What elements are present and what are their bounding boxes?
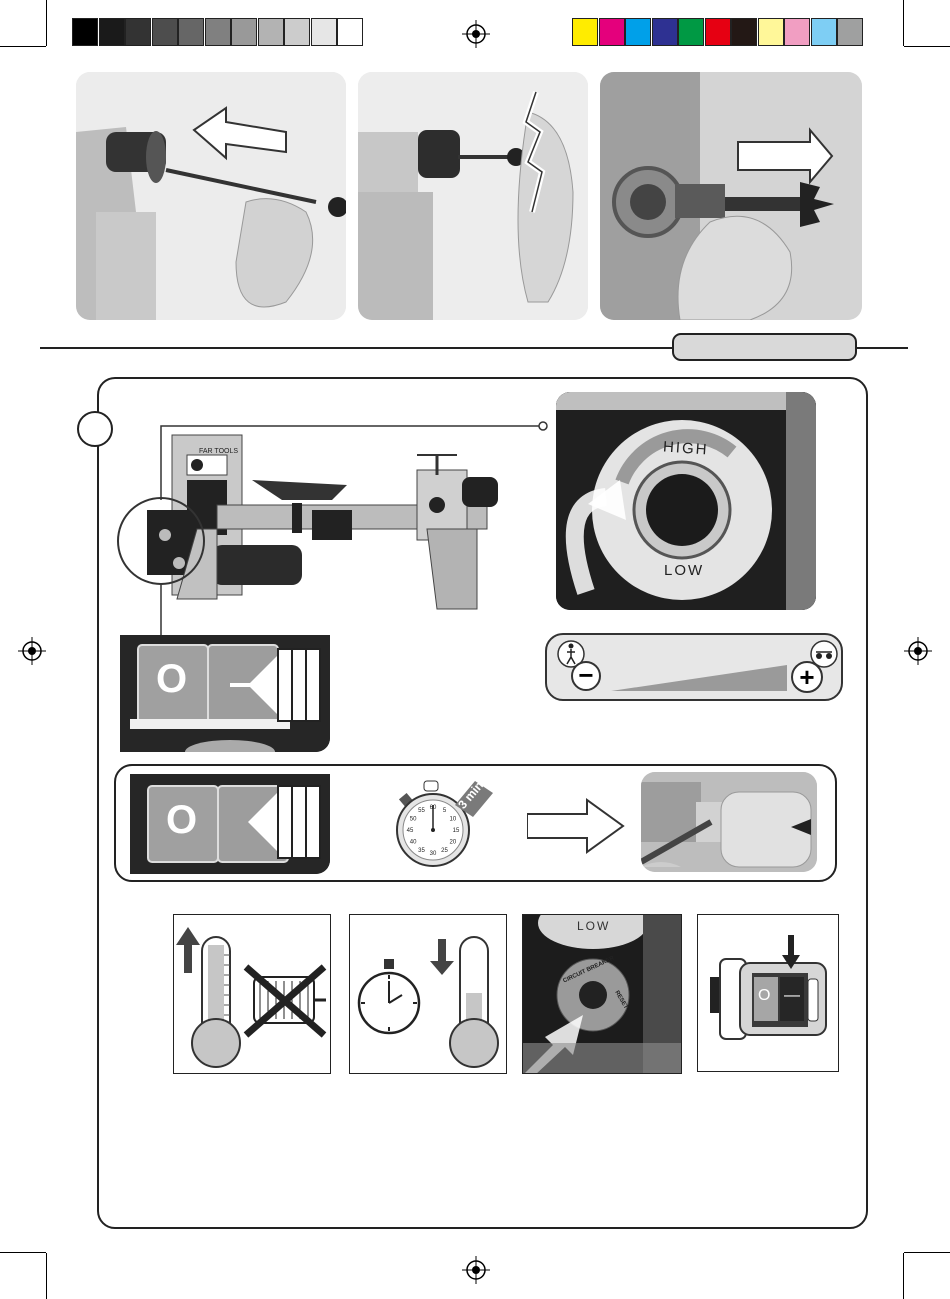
registration-mark-icon <box>462 20 490 48</box>
plus-glyph: + <box>799 662 814 692</box>
dial-low-label: LOW <box>664 562 704 579</box>
dial-number: 25 <box>441 848 448 854</box>
off-glyph: O <box>156 657 187 702</box>
press-arrow-icon <box>222 782 330 862</box>
on-switch-photo: O <box>130 774 330 874</box>
calibration-swatch <box>705 18 731 46</box>
calibration-swatch <box>837 18 863 46</box>
off-glyph: O <box>166 798 197 843</box>
dial-high-label: HIGH <box>662 438 709 458</box>
calibration-swatch <box>72 18 98 46</box>
calibration-swatch <box>758 18 784 46</box>
registration-mark-icon <box>462 1256 490 1284</box>
calibration-swatch <box>258 18 284 46</box>
crop-mark <box>0 46 46 47</box>
increase-speed-button[interactable]: + <box>791 661 823 693</box>
calibration-swatch <box>205 18 231 46</box>
registration-mark-icon <box>904 637 932 665</box>
dial-number: 20 <box>450 840 457 846</box>
callout-line <box>160 420 550 660</box>
switch-off-glyph: O <box>758 987 770 1005</box>
registration-mark-icon <box>18 637 46 665</box>
calibration-swatch <box>625 18 651 46</box>
calibration-swatch <box>731 18 757 46</box>
switch-on-glyph: — <box>784 987 800 1005</box>
dial-number: 10 <box>450 817 457 823</box>
calibration-swatch <box>231 18 257 46</box>
calibration-swatch <box>125 18 151 46</box>
dial-number: 35 <box>418 848 425 854</box>
photo-eject-bar-hand <box>358 72 588 320</box>
crop-mark <box>904 46 950 47</box>
press-arrow-icon <box>220 645 330 725</box>
dial-number: 40 <box>410 840 417 846</box>
speed-ramp-bar <box>611 665 787 691</box>
crop-mark <box>903 0 904 46</box>
calibration-swatch <box>152 18 178 46</box>
section-header-tab <box>672 333 857 361</box>
minus-glyph: − <box>578 660 593 690</box>
calibration-swatch <box>337 18 363 46</box>
low-label: LOW <box>577 919 610 933</box>
right-arrow-icon <box>527 798 627 854</box>
calibration-swatch <box>811 18 837 46</box>
crop-mark <box>0 1252 46 1253</box>
calibration-swatch <box>678 18 704 46</box>
turning-workpiece-photo <box>641 772 817 872</box>
calibration-swatch <box>784 18 810 46</box>
calibration-swatch <box>99 18 125 46</box>
circuit-breaker-reset-photo: LOW CIRCUIT BREAKER RESET <box>522 914 682 1074</box>
photo-insert-drive-center <box>600 72 862 320</box>
speed-scale-panel: − + <box>545 633 843 701</box>
on-off-switch-photo: O <box>120 635 330 752</box>
dial-number: 15 <box>453 828 460 834</box>
photo-remove-knockout-bar <box>76 72 346 320</box>
decrease-speed-button[interactable]: − <box>571 661 601 691</box>
stopwatch-icon: 60510152025303540455055 <box>395 775 505 875</box>
calibration-swatch <box>178 18 204 46</box>
calibration-swatch <box>652 18 678 46</box>
crop-mark <box>904 1252 950 1253</box>
crop-mark <box>903 1253 904 1299</box>
calibration-swatch <box>572 18 598 46</box>
dial-number: 50 <box>410 817 417 823</box>
cooldown-timer-panel <box>349 914 507 1074</box>
dial-number: 45 <box>407 828 414 834</box>
speed-dial-photo: HIGH LOW <box>556 392 816 610</box>
overheat-motor-panel <box>173 914 331 1074</box>
dial-number: 55 <box>418 808 425 814</box>
calibration-swatch <box>311 18 337 46</box>
switch-top-view-panel: O — <box>697 914 839 1072</box>
calibration-swatch <box>599 18 625 46</box>
crop-mark <box>46 1253 47 1299</box>
calibration-swatch <box>284 18 310 46</box>
step-number-circle <box>77 411 113 447</box>
dial-number: 30 <box>430 851 437 857</box>
crop-mark <box>46 0 47 46</box>
